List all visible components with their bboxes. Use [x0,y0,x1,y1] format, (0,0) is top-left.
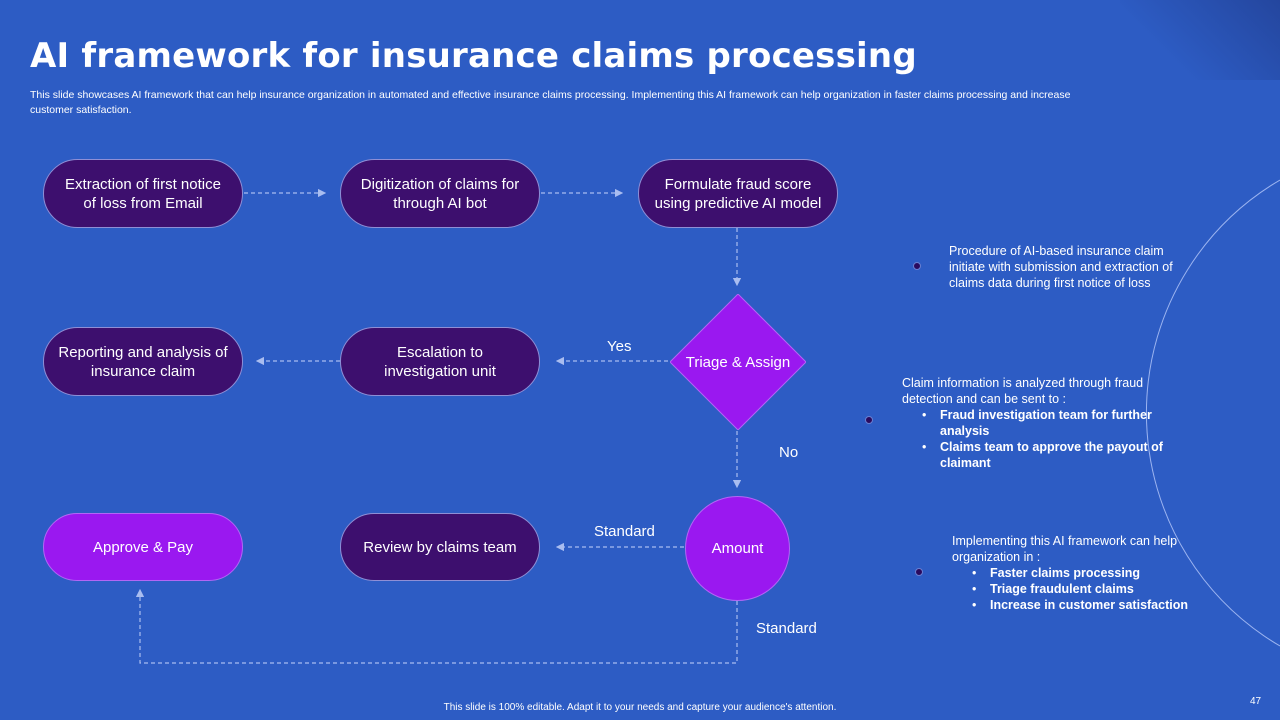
list-item: Increase in customer satisfaction [952,597,1212,613]
arc-dot-analysis [865,416,873,424]
node-digitization: Digitization of claims for through AI bo… [340,159,540,228]
note-analysis-list: Fraud investigation team for further ana… [902,407,1182,471]
slide-title: AI framework for insurance claims proces… [30,36,917,76]
note-analysis: Claim information is analyzed through fr… [902,375,1182,471]
note-benefits-intro: Implementing this AI framework can help … [952,534,1178,564]
node-amount: Amount [685,496,790,601]
arrow-amount-to-approve [135,588,738,664]
corner-shade [1120,0,1280,80]
slide-footer: This slide is 100% editable. Adapt it to… [443,702,837,713]
node-review: Review by claims team [340,513,540,581]
node-escalation: Escalation to investigation unit [340,327,540,396]
page-number: 47 [1250,696,1262,707]
edge-label-standard-left: Standard [594,523,655,540]
note-benefits-list: Faster claims processing Triage fraudule… [952,565,1212,613]
arc-dot-benefits [915,568,923,576]
note-analysis-intro: Claim information is analyzed through fr… [902,376,1144,406]
edge-label-no: No [779,444,799,461]
note-procedure: Procedure of AI-based insurance claim in… [949,244,1173,290]
arc-dot-procedure [913,262,921,270]
node-fraud-score: Formulate fraud score using predictive A… [638,159,838,228]
edge-label-yes: Yes [607,338,632,355]
list-item: Claims team to approve the payout of cla… [902,439,1182,471]
node-approve: Approve & Pay [43,513,243,581]
node-extraction: Extraction of first notice of loss from … [43,159,243,228]
node-triage-shape [670,294,806,430]
slide-subtitle: This slide showcases AI framework that c… [30,89,1071,116]
list-item: Faster claims processing [952,565,1212,581]
node-triage: Triage & Assign [685,353,791,371]
list-item: Fraud investigation team for further ana… [902,407,1182,439]
note-benefits: Implementing this AI framework can help … [952,533,1212,613]
node-reporting: Reporting and analysis of insurance clai… [43,327,243,396]
list-item: Triage fraudulent claims [952,581,1212,597]
edge-label-standard-bottom: Standard [756,620,817,637]
